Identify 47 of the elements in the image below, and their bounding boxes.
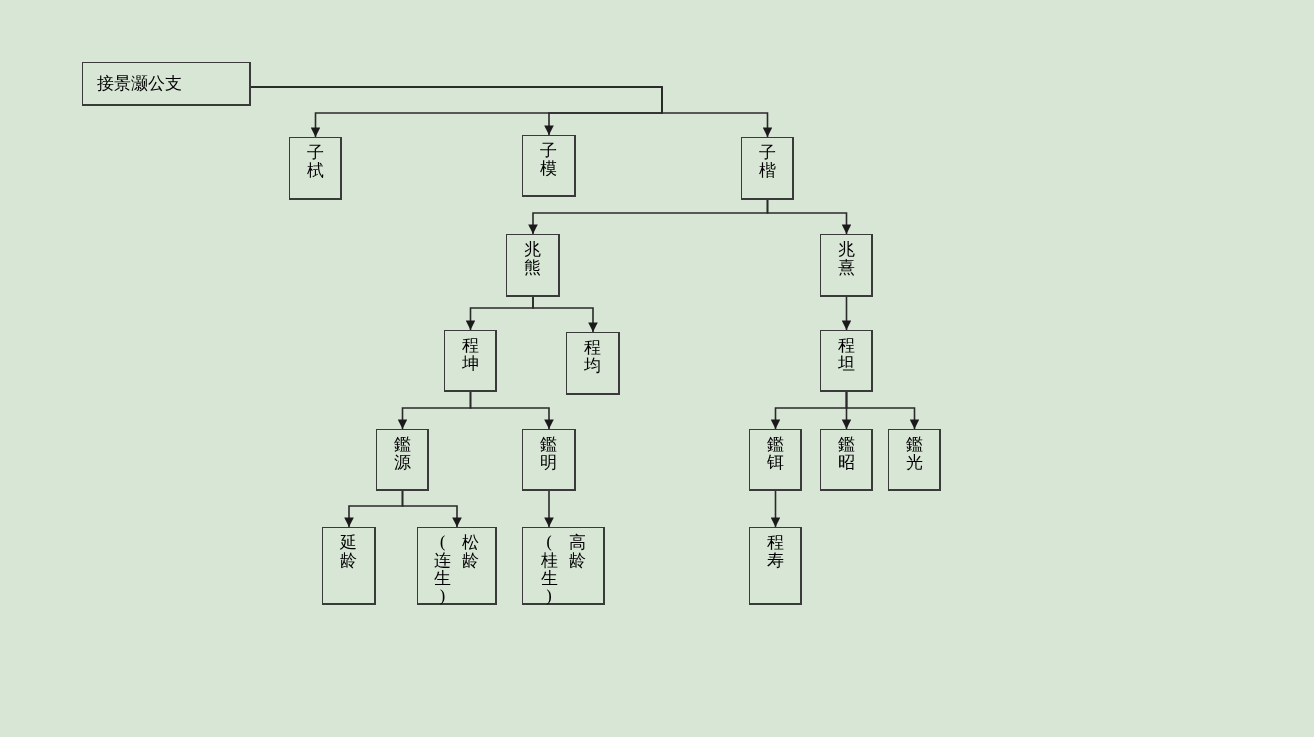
name-label: 接景灏公支	[97, 72, 182, 95]
name-box	[376, 429, 429, 491]
name-label: 鑑光	[905, 435, 923, 471]
name-box	[522, 135, 576, 197]
name-label: 兆熊	[523, 240, 542, 276]
name-box	[82, 62, 251, 106]
name-label: 延龄	[339, 533, 358, 569]
connector-arrow	[401, 490, 462, 528]
name-box	[444, 330, 497, 392]
name-label: 松龄	[461, 533, 480, 569]
name-box	[820, 429, 873, 491]
name-label: 程寿	[766, 533, 784, 569]
name-label: 鑑明	[539, 435, 558, 471]
name-label: 鑑铒	[766, 435, 784, 471]
name-label: 鑑昭	[837, 435, 855, 471]
name-box	[820, 330, 873, 392]
connector-arrow	[766, 199, 852, 235]
name-label: 程均	[583, 338, 602, 374]
name-box	[820, 234, 873, 297]
name-box	[322, 527, 376, 605]
note-label: (连生)	[433, 533, 452, 605]
name-box	[522, 429, 576, 491]
name-box	[888, 429, 941, 491]
name-label: 子楷	[758, 143, 776, 179]
name-box	[741, 137, 794, 200]
name-label: 子模	[539, 141, 558, 177]
name-label: 子栻	[306, 143, 324, 179]
connector-arrow	[532, 296, 598, 333]
name-box	[749, 429, 802, 491]
name-box	[417, 527, 497, 605]
name-label: 程坦	[837, 336, 855, 372]
name-label: 鑑源	[393, 435, 411, 471]
name-box	[522, 527, 605, 605]
connector-arrow	[841, 296, 852, 331]
connector-arrow	[469, 391, 554, 430]
name-box	[506, 234, 560, 297]
connector-arrow	[250, 86, 773, 138]
connector-arrow	[544, 490, 554, 528]
name-label: 程坤	[461, 336, 479, 372]
name-label: 兆熹	[837, 240, 855, 276]
name-box	[566, 332, 620, 395]
name-box	[289, 137, 342, 200]
connector-arrow	[845, 391, 920, 430]
note-label: (桂生)	[540, 533, 558, 605]
name-box	[749, 527, 802, 605]
name-label: 高龄	[568, 533, 586, 569]
connector-arrow	[770, 490, 781, 528]
